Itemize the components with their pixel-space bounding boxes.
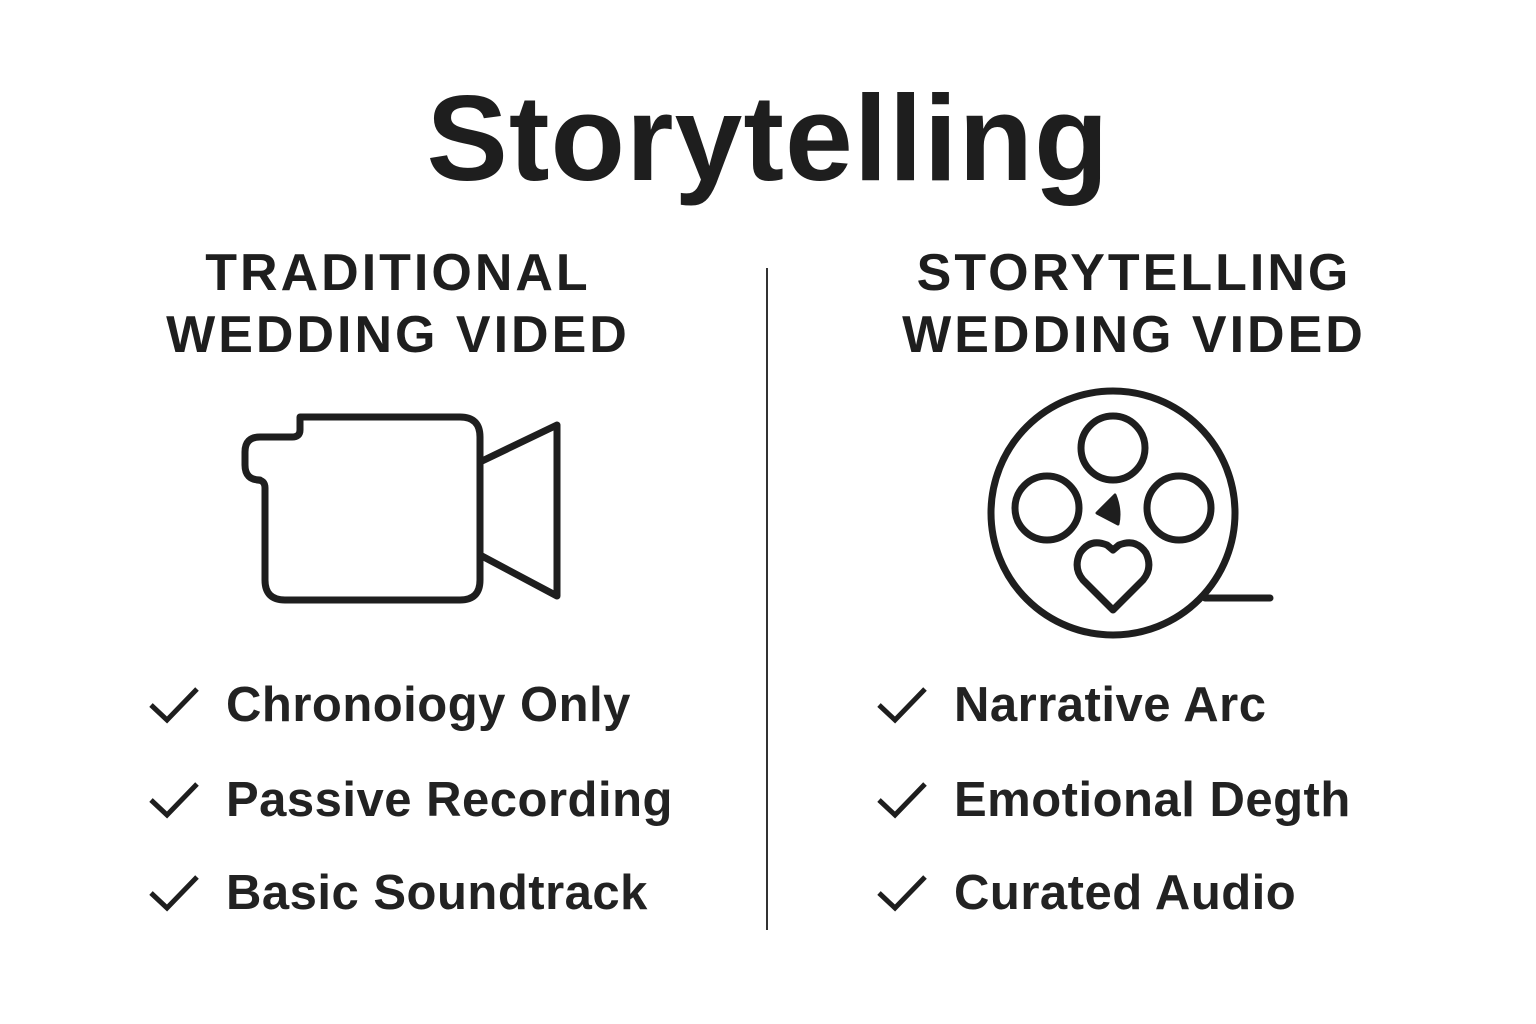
feature-label: Basic Soundtrack — [226, 866, 648, 920]
right-heading-line1: STORYTELLING — [916, 244, 1352, 302]
page-title: Storytelling — [426, 70, 1110, 206]
film-reel-heart-icon — [987, 387, 1274, 639]
right-heading: STORYTELLING WEDDING VIDED — [784, 242, 1484, 366]
list-item: Curated Audio — [876, 863, 1296, 923]
feature-label: Emotional Degth — [954, 773, 1351, 827]
left-heading: TRADITIONAL WEDDING VIDED — [48, 242, 748, 366]
left-heading-line1: TRADITIONAL — [205, 244, 591, 302]
feature-label: Chronoiogy Only — [226, 678, 631, 732]
check-icon — [877, 687, 927, 724]
list-item: Basic Soundtrack — [148, 863, 648, 923]
feature-label: Passive Recording — [226, 773, 673, 827]
left-heading-line2: WEDDING VIDED — [166, 306, 630, 364]
video-camera-icon — [241, 413, 561, 604]
right-heading-line2: WEDDING VIDED — [902, 306, 1366, 364]
list-item: Passive Recording — [148, 770, 673, 830]
check-icon — [877, 782, 927, 819]
column-divider — [766, 268, 768, 930]
feature-label: Curated Audio — [954, 866, 1297, 920]
list-item: Chronoiogy Only — [148, 675, 631, 735]
check-icon — [149, 687, 199, 724]
list-item: Narrative Arc — [876, 675, 1266, 735]
check-icon — [877, 875, 927, 912]
list-item: Emotional Degth — [876, 770, 1351, 830]
check-icon — [149, 875, 199, 912]
check-icon — [149, 782, 199, 819]
feature-label: Narrative Arc — [954, 678, 1267, 732]
